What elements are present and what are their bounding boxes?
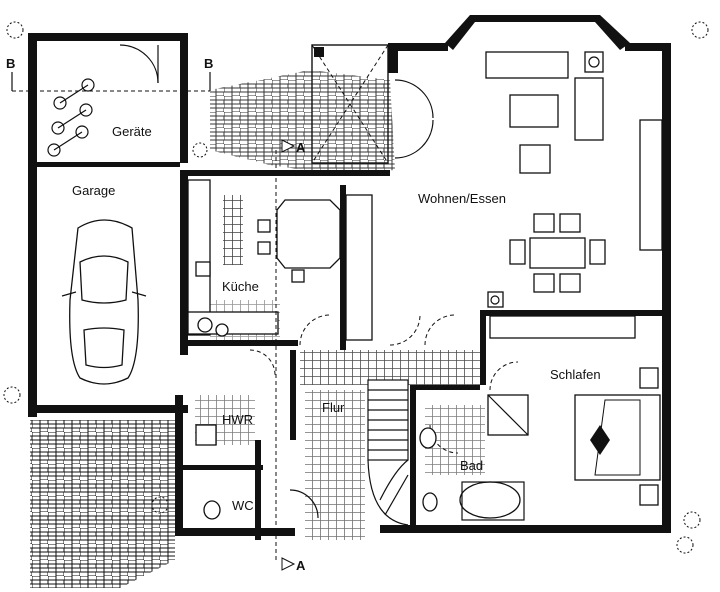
room-label-wc: WC (232, 498, 254, 513)
section-lines (11, 72, 296, 571)
bathtub-icon (459, 394, 529, 521)
doors (119, 44, 519, 519)
toilet-icon (195, 424, 438, 520)
stair-icon (367, 379, 409, 526)
dining-table-icon (509, 213, 606, 293)
room-label-schlafen: Schlafen (550, 367, 601, 382)
bed-icon (574, 367, 661, 506)
section-marker-a-bottom: A (296, 558, 306, 573)
walls (28, 15, 671, 540)
shrubs (3, 21, 709, 554)
room-label-geraete: Geräte (112, 124, 152, 139)
cabinet-row (345, 119, 663, 341)
room-label-garage: Garage (72, 183, 115, 198)
room-label-hwr: HWR (222, 412, 253, 427)
car-icon (61, 219, 147, 385)
room-label-wohnen-essen: Wohnen/Essen (418, 191, 506, 206)
room-label-kueche: Küche (222, 279, 259, 294)
section-marker-a-top: A (296, 140, 306, 155)
section-marker-b-right: B (204, 56, 213, 71)
section-marker-b-left: B (6, 56, 15, 71)
kitchen-furniture (187, 179, 341, 337)
bicycle-icon (47, 78, 95, 157)
paving (30, 70, 395, 588)
porch (311, 44, 389, 164)
sofa-icon (485, 51, 604, 174)
room-label-bad: Bad (460, 458, 483, 473)
room-label-flur: Flur (322, 400, 345, 415)
